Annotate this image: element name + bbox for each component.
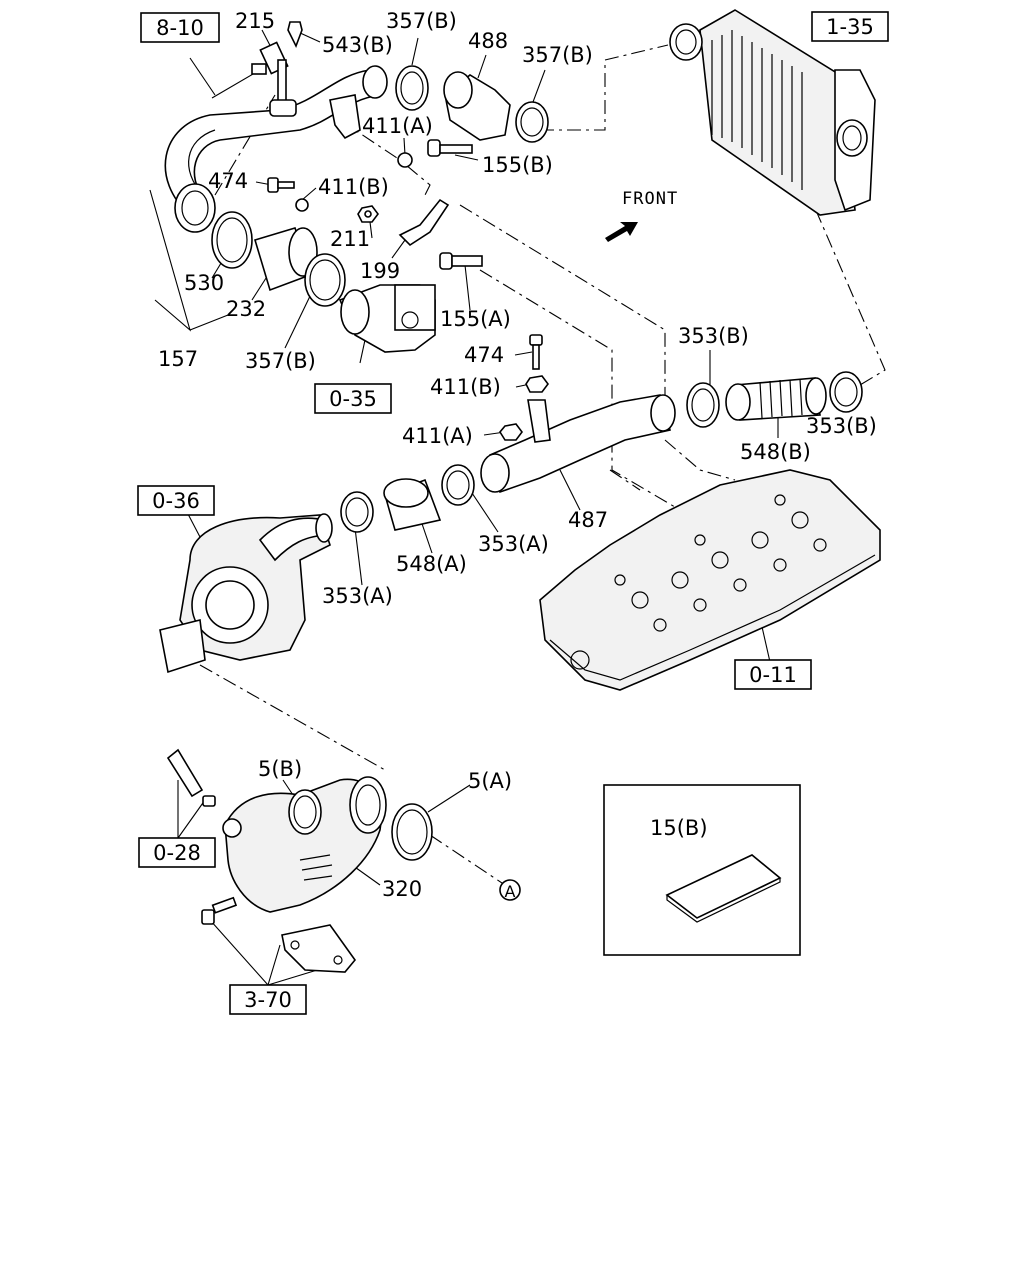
label-411a-upper: 411(A) — [362, 114, 433, 138]
hose-548b — [725, 377, 827, 421]
label-488: 488 — [468, 29, 508, 53]
clamp-353b-left — [686, 382, 720, 428]
inset-box — [603, 784, 801, 956]
clamp-353b-right — [829, 371, 863, 413]
svg-text:8-10: 8-10 — [156, 16, 204, 40]
label-5b: 5(B) — [258, 757, 302, 781]
label-357b-top: 357(B) — [386, 9, 457, 33]
label-353b-right: 353(B) — [806, 414, 877, 438]
bolt-155a — [439, 252, 483, 270]
label-320: 320 — [382, 877, 422, 901]
label-548b: 548(B) — [740, 440, 811, 464]
callout-a-label: A — [505, 882, 516, 901]
label-411b-upper: 411(B) — [318, 175, 389, 199]
label-199: 199 — [360, 259, 400, 283]
ref-box-8-10: 8-10 — [140, 12, 220, 43]
clamp-353a-right — [441, 464, 475, 506]
intercooler — [669, 9, 876, 216]
head-ports — [570, 494, 827, 670]
ref-box-0-28: 0-28 — [138, 837, 216, 868]
turbocharger — [159, 513, 333, 674]
clamp-5a — [391, 803, 433, 861]
bolt-lower — [201, 896, 238, 925]
bracket-3-70 — [281, 924, 357, 973]
front-label: FRONT — [622, 189, 678, 209]
label-548a: 548(A) — [396, 552, 467, 576]
clamp-357b-lower — [304, 253, 346, 307]
pipe-487 — [480, 394, 676, 494]
ref-box-0-36: 0-36 — [137, 485, 215, 516]
svg-text:0-28: 0-28 — [153, 841, 201, 865]
ref-box-3-70: 3-70 — [229, 984, 307, 1015]
label-474-upper: 474 — [208, 169, 248, 193]
bolt-474-upper — [267, 177, 295, 193]
clamp-357b-top — [395, 65, 429, 111]
nut-411b-mid — [525, 375, 549, 393]
label-474-mid: 474 — [464, 343, 504, 367]
svg-text:0-11: 0-11 — [749, 663, 797, 687]
label-411b-mid: 411(B) — [430, 375, 501, 399]
bracket-upper — [295, 94, 413, 212]
bracket-215 — [211, 41, 297, 117]
ref-box-1-35: 1-35 — [811, 11, 889, 42]
sensor-199 — [398, 198, 450, 247]
ref-box-0-11: 0-11 — [734, 659, 812, 690]
label-353a-left: 353(A) — [322, 584, 393, 608]
label-155a: 155(A) — [440, 307, 511, 331]
label-487: 487 — [568, 508, 608, 532]
sensor-0-28 — [166, 748, 216, 807]
bolt-155b — [427, 139, 473, 157]
pipe-157 — [164, 65, 388, 233]
label-211: 211 — [330, 227, 370, 251]
callout-a: A — [499, 879, 521, 901]
nut-411a-mid — [499, 423, 523, 441]
label-15b: 15(B) — [650, 816, 708, 840]
svg-text:0-35: 0-35 — [329, 387, 377, 411]
svg-text:1-35: 1-35 — [826, 15, 874, 39]
front-arrow: FRONT — [605, 189, 678, 242]
label-155b: 155(B) — [482, 153, 553, 177]
hose-488 — [443, 71, 511, 141]
clamp-357b-right — [515, 101, 549, 143]
label-530: 530 — [184, 271, 224, 295]
part-labels: 215 357(B) 488 357(B) 543(B) 411(A) 155(… — [158, 9, 877, 901]
hose-320 — [222, 776, 387, 913]
label-411a-mid: 411(A) — [402, 424, 473, 448]
label-543b: 543(B) — [322, 33, 393, 57]
clamp-530 — [211, 211, 253, 269]
svg-text:3-70: 3-70 — [244, 988, 292, 1012]
label-353a-right: 353(A) — [478, 532, 549, 556]
label-357b-lower: 357(B) — [245, 349, 316, 373]
label-232: 232 — [226, 297, 266, 321]
label-157: 157 — [158, 347, 198, 371]
label-353b-left: 353(B) — [678, 324, 749, 348]
throttle-body — [338, 284, 436, 353]
bolt-474-mid — [529, 334, 543, 370]
nut-211 — [357, 205, 379, 223]
clip-543b — [287, 21, 303, 48]
clamp-5b — [288, 789, 322, 835]
hose-548a — [383, 478, 442, 531]
label-357b-right: 357(B) — [522, 43, 593, 67]
clamp-353a-left — [340, 491, 374, 533]
label-215: 215 — [235, 9, 275, 33]
cylinder-head — [539, 469, 881, 691]
svg-text:0-36: 0-36 — [152, 489, 200, 513]
label-5a: 5(A) — [468, 769, 512, 793]
ref-box-0-35: 0-35 — [314, 383, 392, 414]
dashed-connectors — [199, 44, 886, 886]
